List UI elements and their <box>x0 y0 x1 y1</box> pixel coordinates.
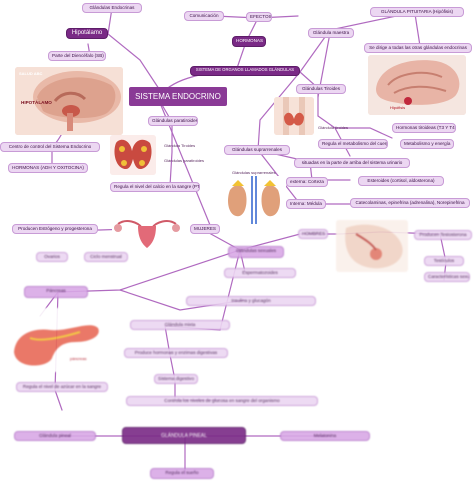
node-hormonas-tiroideas: Hormonas tiroideas (T3 Y T4) <box>392 123 456 133</box>
node-medula: Interna: Médula <box>286 199 326 209</box>
node-controla-glucosa: Controla los niveles de glucosa en sangr… <box>126 396 318 406</box>
hypothalamus-image: SALUD ABC HIPOTÁLAMO <box>15 67 123 135</box>
node-efectos: EFECTOS <box>246 12 272 22</box>
node-mujeres: MUJERES <box>190 224 220 234</box>
node-pancreas: Páncreas <box>24 286 88 298</box>
node-corteza: externa: Corteza <box>286 177 328 187</box>
node-ciclo: Ciclo menstrual <box>84 252 128 262</box>
parathyroid-image-label-a: Glándula Tiroides <box>164 143 196 148</box>
node-gonadas: Glándulas sexuales <box>228 246 284 258</box>
uterus-illustration <box>112 214 182 250</box>
node-regula-azucar: Sistema digestivo <box>154 374 198 384</box>
node-producen-testosterona: Producen Testosterona <box>414 230 472 240</box>
node-pituitaria-desc: Se dirige a todas las otras glándulas en… <box>364 43 472 53</box>
node-pituitaria: GLÁNDULA PITUITARIA (Hipófisis) <box>370 7 464 17</box>
brain-illustration <box>15 67 123 135</box>
neck-thyroid-illustration <box>274 97 314 135</box>
node-catecolaminas: Catecolaminas, epinefrina (adrenalina), … <box>350 198 470 208</box>
node-parte-diencefalo: Parte del Diencéfalo (SB) <box>48 51 106 61</box>
node-metabolismo-energia: Metabolismo y energía <box>400 139 454 149</box>
node-paratiroides: Glándulas paratiroides <box>148 116 198 126</box>
node-regula-metabolismo: Regula el metabolismo del cuerpo <box>318 139 388 149</box>
node-hipotalamo: Hipotálamo <box>66 28 108 39</box>
male-anatomy-image <box>336 220 408 272</box>
node-pineal-left: Glándula pineal <box>14 431 96 441</box>
node-producen-estrogeno: Producen Estrógeno y progesterona <box>12 224 98 234</box>
thyroid-image <box>274 97 314 135</box>
node-centro-control: Centro de control del Sistema Endocrino <box>0 142 100 152</box>
pancreas-image: páncreas <box>10 308 102 372</box>
node-hombres: HOMBRES <box>298 229 328 239</box>
parathyroid-image-label-b: Glándulas paratiroides <box>164 158 205 163</box>
adrenal-image <box>222 176 286 224</box>
node-tiroides: Glándulas Tiroides <box>296 84 346 94</box>
adrenal-image-label: Glándulas suprarrenales <box>232 170 276 175</box>
node-caracteristicas: Características sexuales <box>424 272 470 282</box>
node-ovarios: Ovarios <box>36 252 68 262</box>
kidneys-illustration <box>222 176 286 224</box>
parathyroid-illustration <box>110 135 156 175</box>
pituitary-image: Hipófisis <box>368 55 466 115</box>
node-sistema-digestivo: Regula el nivel de azúcar en la sangre <box>16 382 108 392</box>
brain-sagittal-illustration <box>368 55 466 115</box>
pituitary-image-label: Hipófisis <box>390 105 406 110</box>
node-regula-calcio: Regula el nivel del calcio en la sangre … <box>110 182 200 192</box>
node-insulina: Insulina y glucagón <box>186 296 316 306</box>
male-anatomy-illustration <box>336 220 408 272</box>
node-glandula-maestra: Glándula maestra <box>308 28 354 38</box>
node-glandula-mixta: Glándula mixta <box>130 320 230 330</box>
hypothalamus-image-label-b: HIPOTÁLAMO <box>21 100 52 105</box>
node-espermatozoides: Espermatozoides <box>224 268 296 278</box>
node-melatonina: Melatonina <box>280 431 370 441</box>
node-regula-sueno: Regula el sueño <box>150 468 214 479</box>
thyroid-image-label: Glándula tiroides <box>318 125 349 130</box>
node-situadas: situadas en la parte de arriba del siste… <box>294 158 410 168</box>
node-suprarrenales: Glándulas suprarrenales <box>224 145 290 155</box>
node-comunicacion: Comunicación <box>184 11 224 21</box>
page-title: SISTEMA ENDOCRINO <box>129 87 227 106</box>
node-glandulas-endocrinas: Glándulas Endocrinas <box>82 3 142 13</box>
uterus-image <box>112 214 182 250</box>
parathyroid-image <box>110 135 156 175</box>
pancreas-image-label: páncreas <box>70 356 87 361</box>
node-hormonas-top: HORMONAS <box>232 36 266 47</box>
node-sistema-organos: SISTEMA DE ORGANOS LLAMADOS GLÁNDULAS <box>190 66 300 76</box>
pancreas-illustration <box>10 308 102 372</box>
node-testiculos: Testículos <box>424 256 464 266</box>
node-produce-enzimas: Produce hormonas y enzimas digestivas <box>124 348 228 358</box>
node-hormonas-adh: HORMONAS (ADH Y OXITOCINA) <box>8 163 88 173</box>
node-pineal-center: GLÁNDULA PINEAL <box>122 427 246 444</box>
node-esteroides: Esteroides (cortisol, aldosterona) <box>358 176 444 186</box>
hypothalamus-image-label-a: SALUD ABC <box>19 71 43 76</box>
